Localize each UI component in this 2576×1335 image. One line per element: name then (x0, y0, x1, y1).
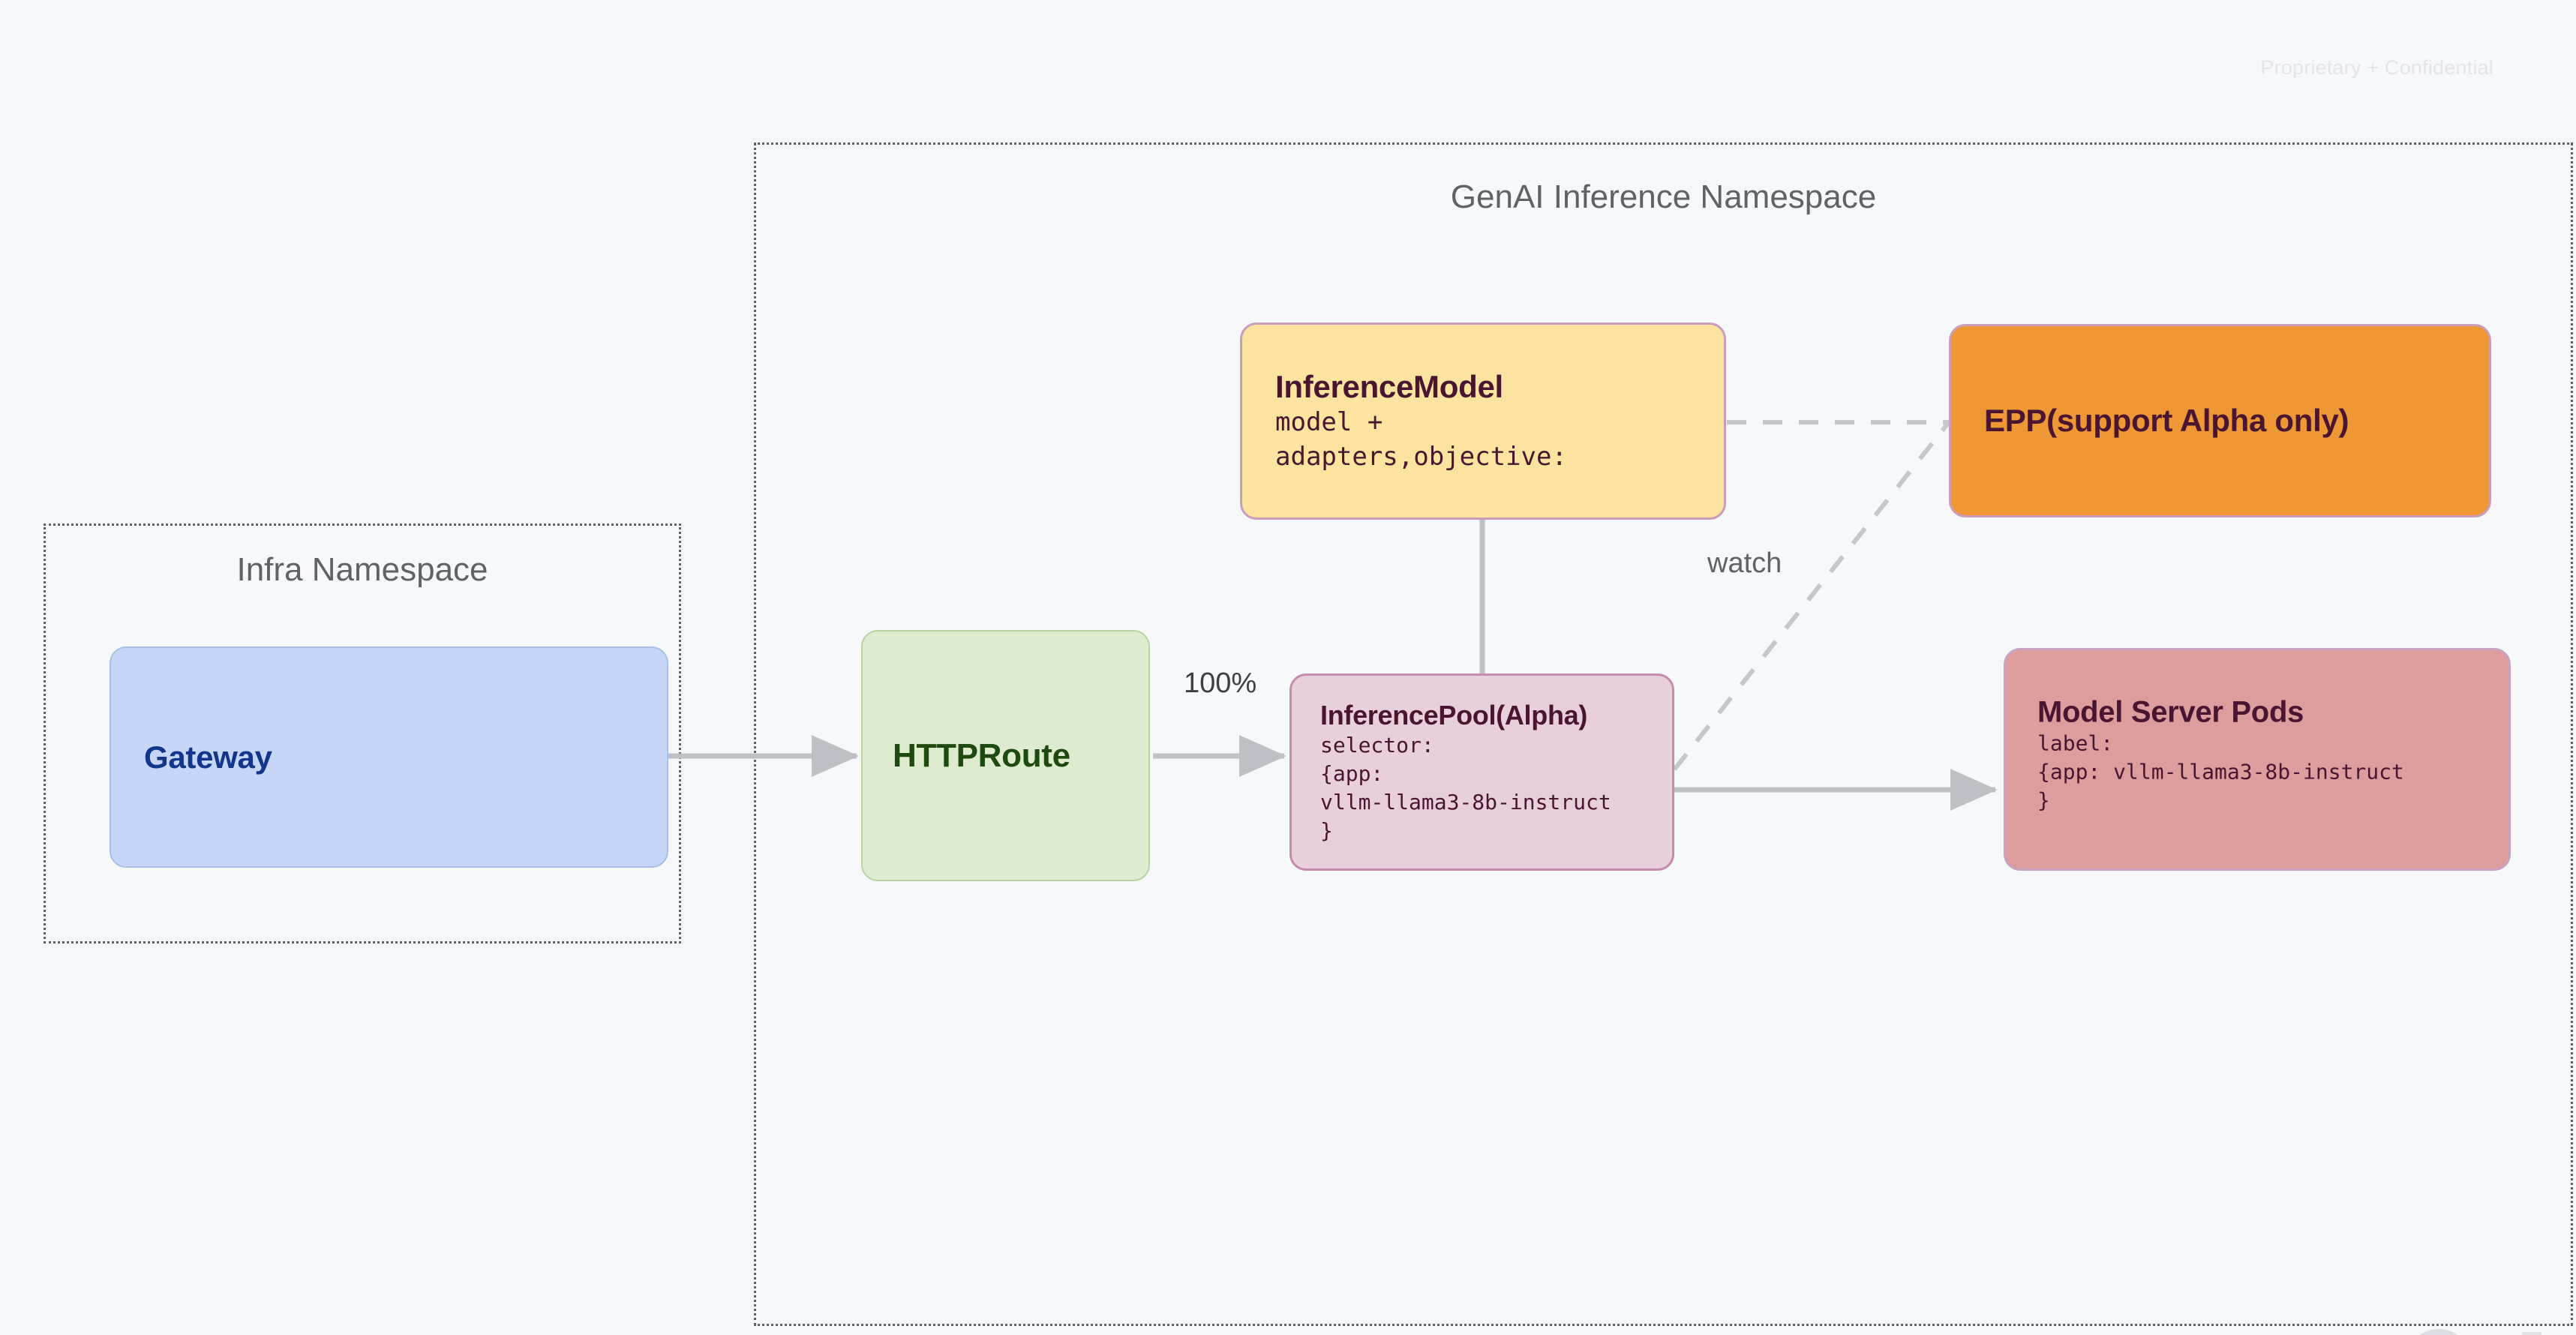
node-inferencepool[interactable]: InferencePool(Alpha) selector: {app: vll… (1290, 674, 1674, 871)
clipped-watermark-sliver-2 (2522, 1332, 2541, 1335)
infra-namespace-title: Infra Namespace (236, 551, 488, 588)
genai-namespace-title: GenAI Inference Namespace (1450, 178, 1877, 215)
edge-label-watch: watch (1707, 548, 1782, 579)
node-modelserverpods-spec: label: {app: vllm-llama3-8b-instruct } (2037, 730, 2404, 813)
node-modelserverpods-title: Model Server Pods (2037, 695, 2304, 729)
node-inferencemodel-title: InferenceModel (1275, 368, 1503, 404)
node-epp[interactable]: EPP(support Alpha only) (1949, 324, 2491, 518)
genai-namespace-container (754, 142, 2573, 1326)
node-inferencemodel-spec: model + adapters,objective: (1275, 406, 1567, 472)
node-gateway-title: Gateway (144, 739, 272, 775)
node-inferencepool-title: InferencePool(Alpha) (1320, 699, 1588, 730)
infra-namespace-container (44, 524, 681, 944)
clipped-watermark-sliver (2412, 1329, 2465, 1335)
confidentiality-watermark: Proprietary + Confidential (2260, 56, 2493, 79)
node-inferencepool-spec: selector: {app: vllm-llama3-8b-instruct … (1320, 732, 1611, 843)
node-httproute-title: HTTPRoute (893, 736, 1070, 774)
node-modelserverpods[interactable]: Model Server Pods label: {app: vllm-llam… (2004, 648, 2511, 871)
node-httproute[interactable]: HTTPRoute (861, 630, 1150, 881)
node-inferencemodel[interactable]: InferenceModel model + adapters,objectiv… (1240, 322, 1726, 520)
node-epp-title: EPP(support Alpha only) (1984, 403, 2349, 438)
node-gateway[interactable]: Gateway (110, 646, 668, 868)
edge-label-100-percent: 100% (1184, 668, 1257, 699)
